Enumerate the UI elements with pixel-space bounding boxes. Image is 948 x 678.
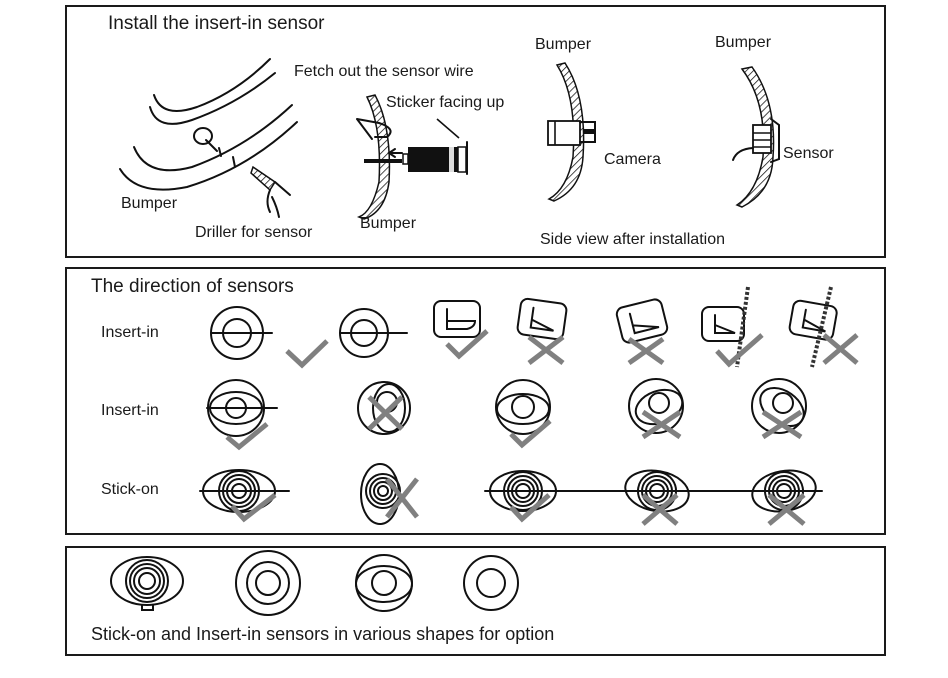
install-title: Install the insert-in sensor [108, 13, 325, 34]
bumper-label-mid: Bumper [360, 215, 417, 232]
check-icon [715, 333, 764, 368]
row-label-2: Insert-in [101, 402, 159, 419]
bumper-label-sensor: Bumper [715, 34, 772, 51]
check-icon [445, 329, 489, 360]
install-illustrations [119, 58, 780, 220]
sensor-side-view-illustration [732, 66, 780, 208]
stick-on-oval-shape [110, 556, 184, 611]
drill-icon [250, 165, 291, 218]
check-icon [509, 493, 551, 523]
direction-title: The direction of sensors [91, 276, 294, 297]
shapes-caption: Stick-on and Insert-in sensors in variou… [91, 624, 555, 644]
sensor-wire [810, 286, 833, 368]
driller-label: Driller for sensor [195, 224, 313, 241]
check-icon [285, 339, 329, 369]
install-panel: Install the insert-in sensor Bumper Dril… [65, 5, 886, 258]
check-icon [225, 422, 269, 451]
cross-icon [641, 409, 682, 440]
check-icon [509, 419, 552, 449]
insert-in-oval-correct-2 [495, 379, 551, 435]
sticker-label: Sticker facing up [386, 94, 505, 111]
shapes-panel: Stick-on and Insert-in sensors in variou… [65, 546, 886, 656]
cross-icon [761, 409, 803, 440]
insert-in-round-correct-1 [210, 306, 273, 360]
bumper-label-left: Bumper [121, 195, 178, 212]
cross-icon [641, 493, 679, 526]
row-label-1: Insert-in [101, 324, 159, 341]
camera-label: Camera [604, 151, 661, 168]
direction-panel: The direction of sensors Insert-in Inser… [65, 267, 886, 535]
sensor-insertion-illustration [356, 94, 468, 220]
hole-circle [193, 127, 213, 145]
check-icon [230, 493, 277, 523]
cross-icon [527, 335, 565, 365]
sensor-block-tilted-1 [516, 297, 568, 341]
bumper-curves-illustration [119, 58, 298, 191]
cross-icon [627, 336, 665, 366]
row-label-3: Stick-on [101, 481, 159, 498]
sensor-block-tilted-2 [615, 298, 669, 344]
stick-on-vertical-wrong [360, 463, 401, 525]
fetch-wire-label: Fetch out the sensor wire [294, 63, 474, 80]
insert-in-round-shape [463, 555, 519, 611]
side-view-label: Side view after installation [540, 231, 725, 248]
cross-icon [385, 477, 419, 519]
insert-in-round-correct-2 [339, 308, 408, 358]
sensor-block-level [433, 300, 481, 338]
shape-illustrations [110, 550, 519, 616]
insert-in-oval-correct [206, 379, 278, 437]
sensor-label: Sensor [783, 145, 834, 162]
direction-illustrations [199, 286, 859, 526]
cross-icon [367, 395, 404, 431]
camera-side-view-illustration [547, 62, 596, 202]
cross-icon [767, 493, 806, 526]
insert-in-round-ring-shape [235, 550, 301, 616]
sensor-block-wire-wrong [788, 299, 838, 341]
bumper-label-camera: Bumper [535, 36, 592, 53]
stick-on-level-correct [199, 469, 290, 513]
cross-icon [822, 333, 859, 365]
insert-in-oval-ring-shape [355, 554, 413, 612]
